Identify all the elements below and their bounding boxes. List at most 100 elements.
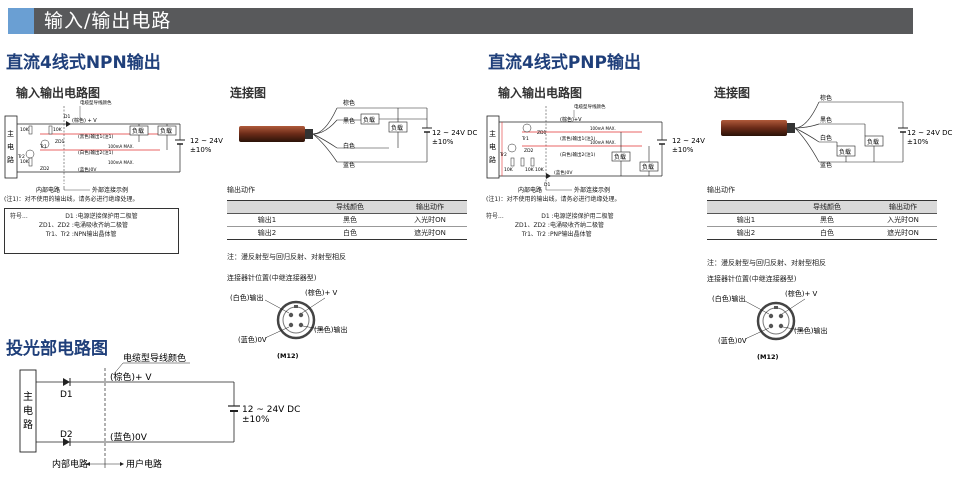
- npn-circuit-diagram: 主 电 路 10K 10K 10K Tr1 Tr2 ZD1 ZD2 D1 (棕色…: [0, 96, 236, 201]
- emitter-internal: 内部电路: [52, 458, 88, 470]
- npn-wiring-load-1: 负载: [363, 116, 375, 124]
- npn-current2: 100mA MAX.: [108, 160, 134, 165]
- emitter-supply-tol: ±10%: [242, 415, 270, 425]
- npn-supply: 12 ~ 24V DC: [190, 137, 225, 145]
- pnp-circuit-diagram: 主 电 路 10K 10K 10K Tr1 Tr2 ZD1 ZD2 D1 (棕色…: [482, 96, 718, 201]
- pnp-wire-brown: 棕色: [820, 94, 832, 102]
- pnp-load-2: 负载: [642, 163, 654, 171]
- pnp-current1: 100mA MAX.: [590, 126, 616, 131]
- npn-wire-brown: 棕色: [343, 99, 355, 107]
- pnp-main-1: 主: [489, 129, 496, 138]
- npn-output-note: 注：漫反射型与回归反射、对射型相反: [227, 253, 346, 261]
- npn-black-out: (黑色)输出1(注1): [78, 133, 113, 140]
- pnp-output-note: 注：漫反射型与回归反射、对射型相反: [707, 259, 826, 267]
- emitter-main-2: 电: [23, 404, 33, 417]
- pnp-wiring-title: 连接图: [714, 86, 751, 100]
- pnp-load-1: 负载: [614, 153, 626, 161]
- emitter-cable-label: 电缆型导线颜色: [123, 352, 186, 364]
- pnp-wiring-supply: 12 ~ 24V DC: [907, 129, 953, 137]
- npn-white-out: (白色)输出2(注1): [78, 149, 113, 156]
- pnp-black-out: (黑色)输出1(注1): [560, 135, 595, 142]
- emitter-user: 用户电路: [126, 458, 162, 470]
- npn-legend-box: 符号...D1 :电源逆接保护用二极管 ZD1、ZD2 :电涌吸收齐纳二极管 T…: [4, 208, 179, 254]
- pnp-legend-symbols: 符号...: [486, 213, 504, 220]
- pnp-cell: 遮光时ON: [887, 229, 919, 237]
- table-row: 输出1 黑色 入光时ON: [707, 214, 937, 227]
- pnp-th-0: [707, 200, 785, 214]
- npn-internal: 内部电路: [36, 186, 60, 194]
- npn-wiring-title: 连接图: [230, 86, 267, 100]
- npn-th-2: 输出动作: [393, 200, 467, 214]
- npn-wire-white: 白色: [343, 142, 355, 150]
- npn-conn-blue: (蓝色)0V: [238, 335, 267, 344]
- emitter-main-3: 路: [23, 418, 33, 431]
- npn-cell: 入光时ON: [414, 216, 446, 224]
- npn-legend-desc-2: :电涌吸收齐纳二极管: [71, 222, 128, 229]
- npn-title: 直流4线式NPN输出: [6, 53, 161, 73]
- banner-title: 输入/输出电路: [44, 10, 172, 32]
- npn-zd1: ZD1: [55, 139, 65, 145]
- pnp-cell: 输出2: [736, 229, 756, 237]
- banner-accent: [8, 8, 34, 34]
- npn-conn-brown: (棕色)+ V: [305, 288, 338, 297]
- pnp-wire-white: 白色: [820, 134, 832, 142]
- npn-legend-sym-2: ZD1、ZD2: [38, 222, 70, 229]
- pnp-internal: 内部电路: [518, 186, 542, 194]
- npn-th-1: 导线颜色: [307, 200, 393, 214]
- pnp-zd1: ZD1: [537, 130, 547, 136]
- pnp-zd2: ZD2: [524, 148, 534, 154]
- pnp-brown-v: (棕色)+V: [560, 116, 582, 123]
- npn-cable-label: 电缆型导线颜色: [80, 99, 112, 106]
- npn-connector-diagram: (白色)输出 (棕色)+ V (蓝色)0V (黑色)输出 (M12): [225, 284, 365, 364]
- pnp-conn-brown: (棕色)+ V: [785, 289, 818, 298]
- npn-load-2: 负载: [160, 127, 172, 135]
- emitter-blue-0v: (蓝色)0V: [110, 431, 148, 443]
- npn-external: 外部连接示例: [92, 186, 128, 194]
- table-row: 输出2 白色 遮光时ON: [227, 227, 467, 240]
- npn-wiring-supply: 12 ~ 24V DC: [432, 129, 478, 137]
- pnp-blue-0v: (蓝色)0V: [554, 169, 573, 176]
- npn-main-1: 主: [7, 129, 14, 138]
- pnp-wiring-load-2: 负载: [867, 138, 879, 146]
- pnp-conn-blue: (蓝色)0V: [718, 336, 747, 345]
- emitter-brown-v: (棕色)+ V: [110, 371, 152, 383]
- pnp-external: 外部连接示例: [574, 186, 610, 194]
- emitter-d2: D2: [60, 430, 73, 440]
- pnp-cell: 入光时ON: [887, 216, 919, 224]
- pnp-main-2: 电: [489, 142, 496, 151]
- npn-main-2: 电: [7, 142, 14, 151]
- pnp-connector-title: 连接器针位置(中继连接器型): [707, 275, 797, 283]
- npn-load-1: 负载: [132, 127, 144, 135]
- pnp-legend-sym-2: ZD1、ZD2: [514, 222, 546, 229]
- emitter-title: 投光部电路图: [6, 339, 108, 359]
- pnp-wire-blue: 蓝色: [820, 161, 832, 169]
- pnp-current2: 100mA MAX.: [590, 140, 616, 145]
- pnp-tr1: Tr1: [521, 136, 529, 142]
- npn-r2: 10K: [53, 127, 63, 133]
- pnp-legend-desc-1: :电源逆接保护用二极管: [551, 213, 614, 220]
- npn-cell: 白色: [343, 229, 357, 237]
- npn-cell: 黑色: [343, 216, 357, 224]
- pnp-wiring-supply-tol: ±10%: [907, 138, 929, 146]
- pnp-wiring-diagram: 棕色 黑色 白色 蓝色 负载 负载 12 ~ 24V DC ±10%: [707, 92, 963, 176]
- npn-zd2: ZD2: [40, 166, 50, 172]
- pnp-wire-black: 黑色: [820, 116, 832, 124]
- pnp-d1: D1: [544, 182, 550, 188]
- pnp-th-1: 导线颜色: [785, 200, 869, 214]
- pnp-cell: 输出1: [736, 216, 756, 224]
- emitter-main-1: 主: [23, 391, 33, 403]
- npn-brown-v: (棕色) + V: [72, 117, 97, 124]
- npn-wiring-diagram: 棕色 黑色 白色 蓝色 负载 负载 12 ~ 24V DC ±10%: [225, 96, 485, 176]
- pnp-legend-sym-3: Tr1、Tr2: [521, 231, 546, 238]
- npn-note1: (注1)：对不使用的输出线，请务必进行绝缘处理。: [4, 196, 139, 203]
- npn-wire-blue: 蓝色: [343, 161, 355, 169]
- npn-wire-black: 黑色: [343, 117, 355, 125]
- npn-connector-title: 连接器针位置(中继连接器型): [227, 274, 317, 282]
- pnp-note1: (注1)：对不使用的输出线，请务必进行绝缘处理。: [486, 196, 621, 203]
- pnp-r1: 10K: [504, 167, 514, 173]
- pnp-tr2: Tr2: [499, 152, 507, 158]
- emitter-supply: 12 ~ 24V DC: [242, 405, 300, 415]
- npn-cell: 输出2: [257, 229, 277, 237]
- table-row: 输出1 黑色 入光时ON: [227, 214, 467, 227]
- table-row: 输出2 白色 遮光时ON: [707, 227, 937, 240]
